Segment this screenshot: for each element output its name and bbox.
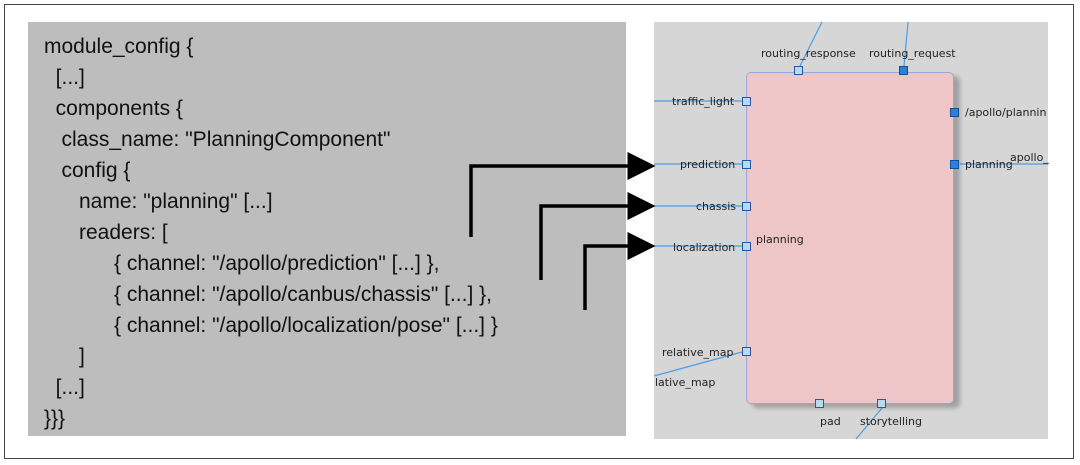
- port-label-routing-response: routing_response: [761, 47, 856, 60]
- code-line-name: name: "planning" [...]: [44, 190, 273, 213]
- port-label-planning-out: planning: [965, 158, 1013, 171]
- port-chassis: [742, 202, 751, 211]
- port-routing-response: [794, 66, 803, 75]
- port-prediction: [742, 160, 751, 169]
- port-label-storytelling: storytelling: [860, 415, 923, 428]
- port-label-apollo-planning: /apollo/plannin: [965, 106, 1047, 119]
- block-label-planning: planning: [756, 233, 804, 246]
- port-label-traffic-light: traffic_light: [672, 95, 735, 108]
- port-label-relative-map: relative_map: [662, 346, 734, 359]
- port-planning-out: [950, 160, 959, 169]
- port-relative-map: [742, 347, 751, 356]
- port-label-routing-request: routing_request: [869, 47, 956, 60]
- port-localization: [742, 242, 751, 251]
- port-pad: [815, 399, 824, 408]
- port-apollo-planning: [950, 108, 959, 117]
- planning-component-block: [746, 72, 954, 404]
- code-line-channel-chassis: { channel: "/apollo/canbus/chassis" [...…: [44, 283, 492, 306]
- code-line-components: components {: [44, 97, 183, 120]
- port-label-pad: pad: [820, 415, 841, 428]
- port-storytelling: [877, 399, 886, 408]
- port-routing-request: [899, 66, 908, 75]
- port-label-chassis: chassis: [696, 200, 737, 213]
- code-line-close-braces: }}}: [44, 407, 66, 430]
- code-line-ellipsis-2: [...]: [44, 376, 85, 399]
- edge-label-relative-map: lative_map: [655, 376, 716, 389]
- port-label-localization: localization: [673, 241, 736, 254]
- code-line-readers: readers: [: [44, 221, 168, 244]
- code-line-config: config {: [44, 159, 131, 182]
- code-line-channel-localization: { channel: "/apollo/localization/pose" […: [44, 314, 498, 337]
- port-traffic-light: [742, 97, 751, 106]
- code-line-module-config: module_config {: [44, 35, 194, 58]
- code-line-close-bracket: ]: [44, 345, 85, 368]
- edge-label-apollo: apollo_: [1010, 151, 1049, 164]
- code-line-channel-prediction: { channel: "/apollo/prediction" [...] },: [44, 252, 440, 275]
- code-line-class-name: class_name: "PlanningComponent": [44, 128, 391, 151]
- code-line-ellipsis: [...]: [44, 66, 85, 89]
- port-label-prediction: prediction: [680, 158, 736, 171]
